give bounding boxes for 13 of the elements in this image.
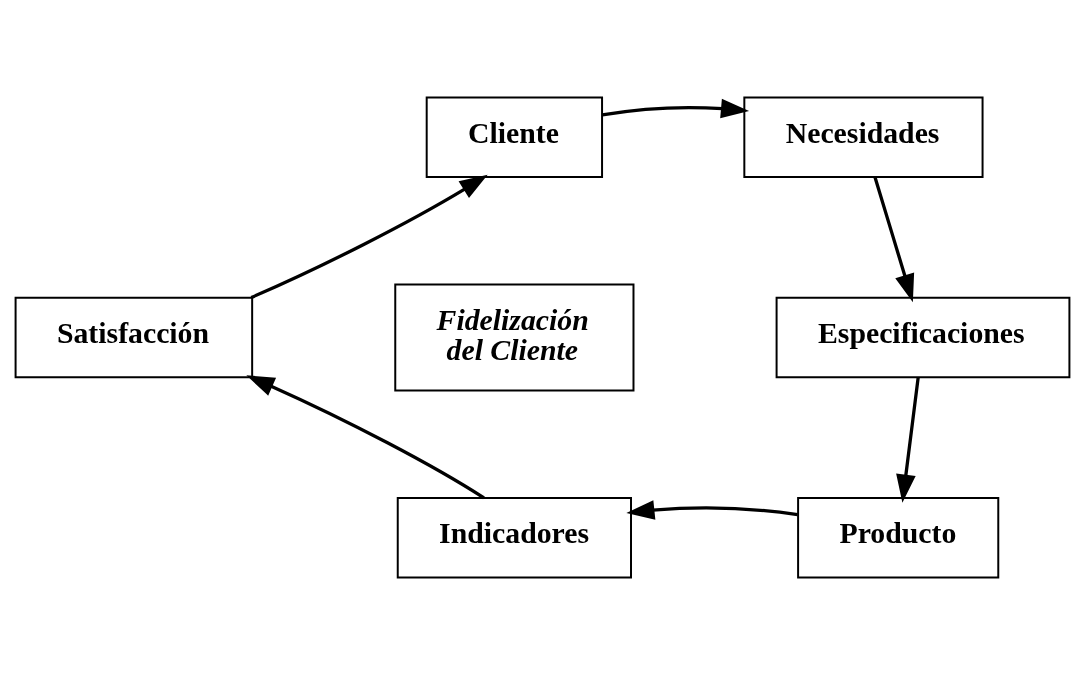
arrow [626,499,798,520]
arrow [602,98,750,118]
node-box: Especificaciones [775,296,1071,378]
arrow [896,376,920,503]
node-box: Indicadores [396,496,632,578]
arrow [246,374,485,499]
node-box: Producto [797,496,1000,578]
node-box: Necesidades [743,96,984,178]
arrow [250,174,488,299]
node-box: Cliente [425,96,604,178]
node-box: Fidelización del Cliente [394,283,635,391]
arrow [873,176,915,302]
node-box: Satisfacción [14,296,254,378]
